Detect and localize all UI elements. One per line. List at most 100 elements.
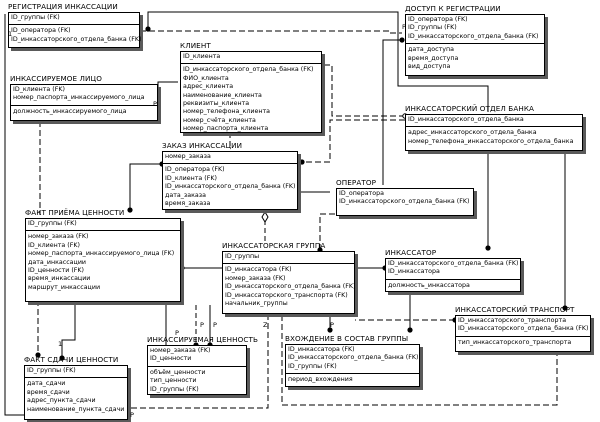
entity-title: ОПЕРАТОР [336, 178, 377, 187]
entity-attr: ID_инкассаторского_отдела_банка (FK) [183, 66, 314, 74]
entity-box: ID_инкассаторского_отдела_банка адрес_ин… [405, 114, 583, 151]
rel-dot [299, 159, 305, 165]
entity-title: ИНКАССАТОРСКАЯ ГРУППА [222, 241, 326, 250]
entity-attr: номер_заказа (FK) [225, 274, 286, 282]
entity-attr: наименование_пункта_сдачи [27, 405, 125, 413]
entity-keys: ID_инкассаторского_транспорта ID_инкасса… [456, 316, 590, 337]
cardinality-label: P [130, 411, 134, 419]
entity-attr: дата_доступа [408, 46, 454, 54]
entity-attr: объём_ценности [150, 368, 206, 376]
cardinality-label: P [402, 23, 406, 31]
cardinality-label: P [213, 321, 217, 329]
entity-attr: ID_группы (FK) [27, 367, 76, 374]
entity-attr: должность_инкассатора [388, 281, 470, 289]
entity-attr: ID_инкассаторского_отдела_банка (FK) [11, 35, 142, 43]
entity-attr: начальник_группы [225, 300, 288, 308]
entity-attrs: ID_оператора (FK) ID_инкассаторского_отд… [9, 25, 142, 45]
entity-keys: ID_группы (FK) [9, 13, 139, 26]
entity-title: ДОСТУП К РЕГИСТРАЦИИ [405, 4, 501, 13]
entity-box: ID_инкассаторского_отдела_банка (FK) ID_… [385, 258, 521, 292]
rel-diamond [261, 211, 269, 223]
entity-attr: ID_инкассаторского_отдела_банка (FK) [388, 260, 519, 267]
entity-attr: дата_сдачи [27, 380, 66, 388]
entity-attr: маршрут_инкассации [28, 283, 101, 291]
entity-keys: ID_инкассаторского_отдела_банка [406, 115, 582, 128]
entity-box: номер_заказа (FK) ID_ценности объём_ценн… [147, 345, 247, 395]
entity-attr: ID_группы (FK) [288, 362, 337, 370]
entity-box: ID_группы (FK) дата_сдачи время_сдачи ад… [24, 365, 128, 420]
entity-attr: ID_оператора (FK) [165, 166, 225, 174]
entity-title: ФАКТ СДАЧИ ЦЕННОСТИ [24, 355, 119, 364]
entity-attr: ID_инкассаторского_отдела_банка (FK) [225, 283, 356, 291]
entity-attr: ID_инкассаторского_отдела_банка [408, 116, 524, 123]
entity-attr: ID_клиента (FK) [28, 241, 80, 249]
entity-attrs: ID_инкассатора (FK) номер_заказа (FK) ID… [223, 264, 356, 309]
entity-attrs: объём_ценности тип_ценности ID_группы (F… [148, 367, 246, 395]
entity-box: ID_оператора (FK) ID_группы (FK) ID_инка… [405, 14, 545, 76]
entity-attr: реквизиты_клиента [183, 100, 250, 108]
rel-dot [407, 327, 413, 333]
entity-attr: ID_инкассаторского_транспорта (FK) [225, 291, 348, 299]
entity-title: ИНКАССАТОР [385, 248, 437, 257]
rel-dot [485, 245, 491, 251]
entity-attr: ID_инкассатора [388, 268, 440, 276]
rel-registraciya-dostup [140, 30, 402, 34]
entity-box: ID_клиента (FK) номер_паспорта_инкассиру… [10, 84, 158, 121]
entity-title: ИНКАССИРУЕМАЯ ЦЕННОСТЬ [147, 335, 258, 344]
entity-title: ИНКАССИРУЕМОЕ ЛИЦО [10, 74, 102, 83]
entity-box: ID_оператора ID_инкассаторского_отдела_б… [336, 188, 474, 216]
entity-keys: номер_заказа [163, 152, 297, 165]
entity-attr: адрес_клиента [183, 83, 234, 91]
entity-attr: номер_телефона_инкассаторского_отдела_ба… [408, 137, 574, 145]
entity-attrs: дата_доступа время_доступа вид_доступа [406, 44, 544, 72]
entity-attr: ID_инкассаторского_отдела_банка (FK) [458, 325, 589, 333]
entity-keys: ID_клиента (FK) номер_паспорта_инкассиру… [11, 85, 157, 106]
entity-attr: адрес_инкассаторского_отдела_банка [408, 129, 537, 137]
entity-attr: номер_заказа [165, 153, 211, 160]
entity-keys: ID_инкассатора (FK) ID_инкассаторского_о… [286, 345, 419, 375]
entity-attr: ID_группы [225, 253, 260, 260]
rel-otdel-zakaz [302, 119, 405, 163]
rel-otdel-klient [322, 64, 405, 117]
entity-attr: ID_группы (FK) [28, 220, 77, 227]
cardinality-label: P [330, 321, 334, 329]
entity-attr: адрес_пункта_сдачи [27, 397, 96, 405]
entity-attr: время_инкассации [28, 275, 91, 283]
entity-attr: номер_паспорта_инкассируемого_лица [13, 94, 145, 102]
entity-keys: ID_группы (FK) [26, 219, 180, 232]
entity-title: ФАКТ ПРИЁМА ЦЕННОСТИ [25, 208, 125, 217]
entity-title: ЗАКАЗ ИНКАССАЦИИ [162, 141, 243, 150]
rel-dot [35, 352, 41, 358]
entity-box: ID_клиента ID_инкассаторского_отдела_бан… [180, 51, 322, 133]
cardinality-label: 1 [58, 340, 63, 348]
entity-attr: время_доступа [408, 54, 459, 62]
entity-attr: номер_паспорта_клиента [183, 125, 269, 133]
entity-attr: ID_клиента [183, 53, 221, 60]
entity-attr: ID_ценности [150, 355, 192, 363]
entity-title: ИНКАССАТОРСКИЙ ТРАНСПОРТ [455, 305, 575, 314]
entity-attrs: номер_заказа (FK) ID_клиента (FK) номер_… [26, 231, 180, 293]
entity-attr: дата_заказа [165, 191, 206, 199]
rel-transport-gruppa [281, 305, 558, 406]
entity-attrs: должность_инкассатора [386, 280, 520, 291]
entity-keys: ID_инкассаторского_отдела_банка (FK) ID_… [386, 259, 520, 280]
entity-attr: ID_инкассаторского_отдела_банка (FK) [339, 198, 470, 206]
entity-attr: ID_инкассаторского_отдела_банка (FK) [408, 32, 539, 40]
entity-attr: ID_группы (FK) [11, 14, 60, 21]
entity-attrs: должность_инкассируемого_лица [11, 106, 157, 117]
entity-attr: вид_доступа [408, 63, 451, 71]
entity-attr: дата_инкассации [28, 258, 87, 266]
entity-attr: период_вхождения [288, 376, 353, 384]
entity-attrs: тип_инкассаторского_транспорта [456, 337, 590, 348]
cardinality-label: Z [263, 321, 268, 329]
entity-box: ID_группы (FK) ID_оператора (FK) ID_инка… [8, 12, 142, 48]
cardinality-label: P [153, 100, 157, 108]
entity-attr: время_сдачи [27, 388, 70, 396]
rel-dot [562, 305, 568, 311]
rel-operator-registraciya [319, 213, 335, 250]
entity-attr: время_заказа [165, 200, 211, 208]
entity-attr: ID_группы (FK) [150, 385, 199, 393]
entity-attr: ID_оператора [339, 190, 384, 197]
entity-title: ВХОЖДЕНИЕ В СОСТАВ ГРУППЫ [285, 334, 409, 343]
